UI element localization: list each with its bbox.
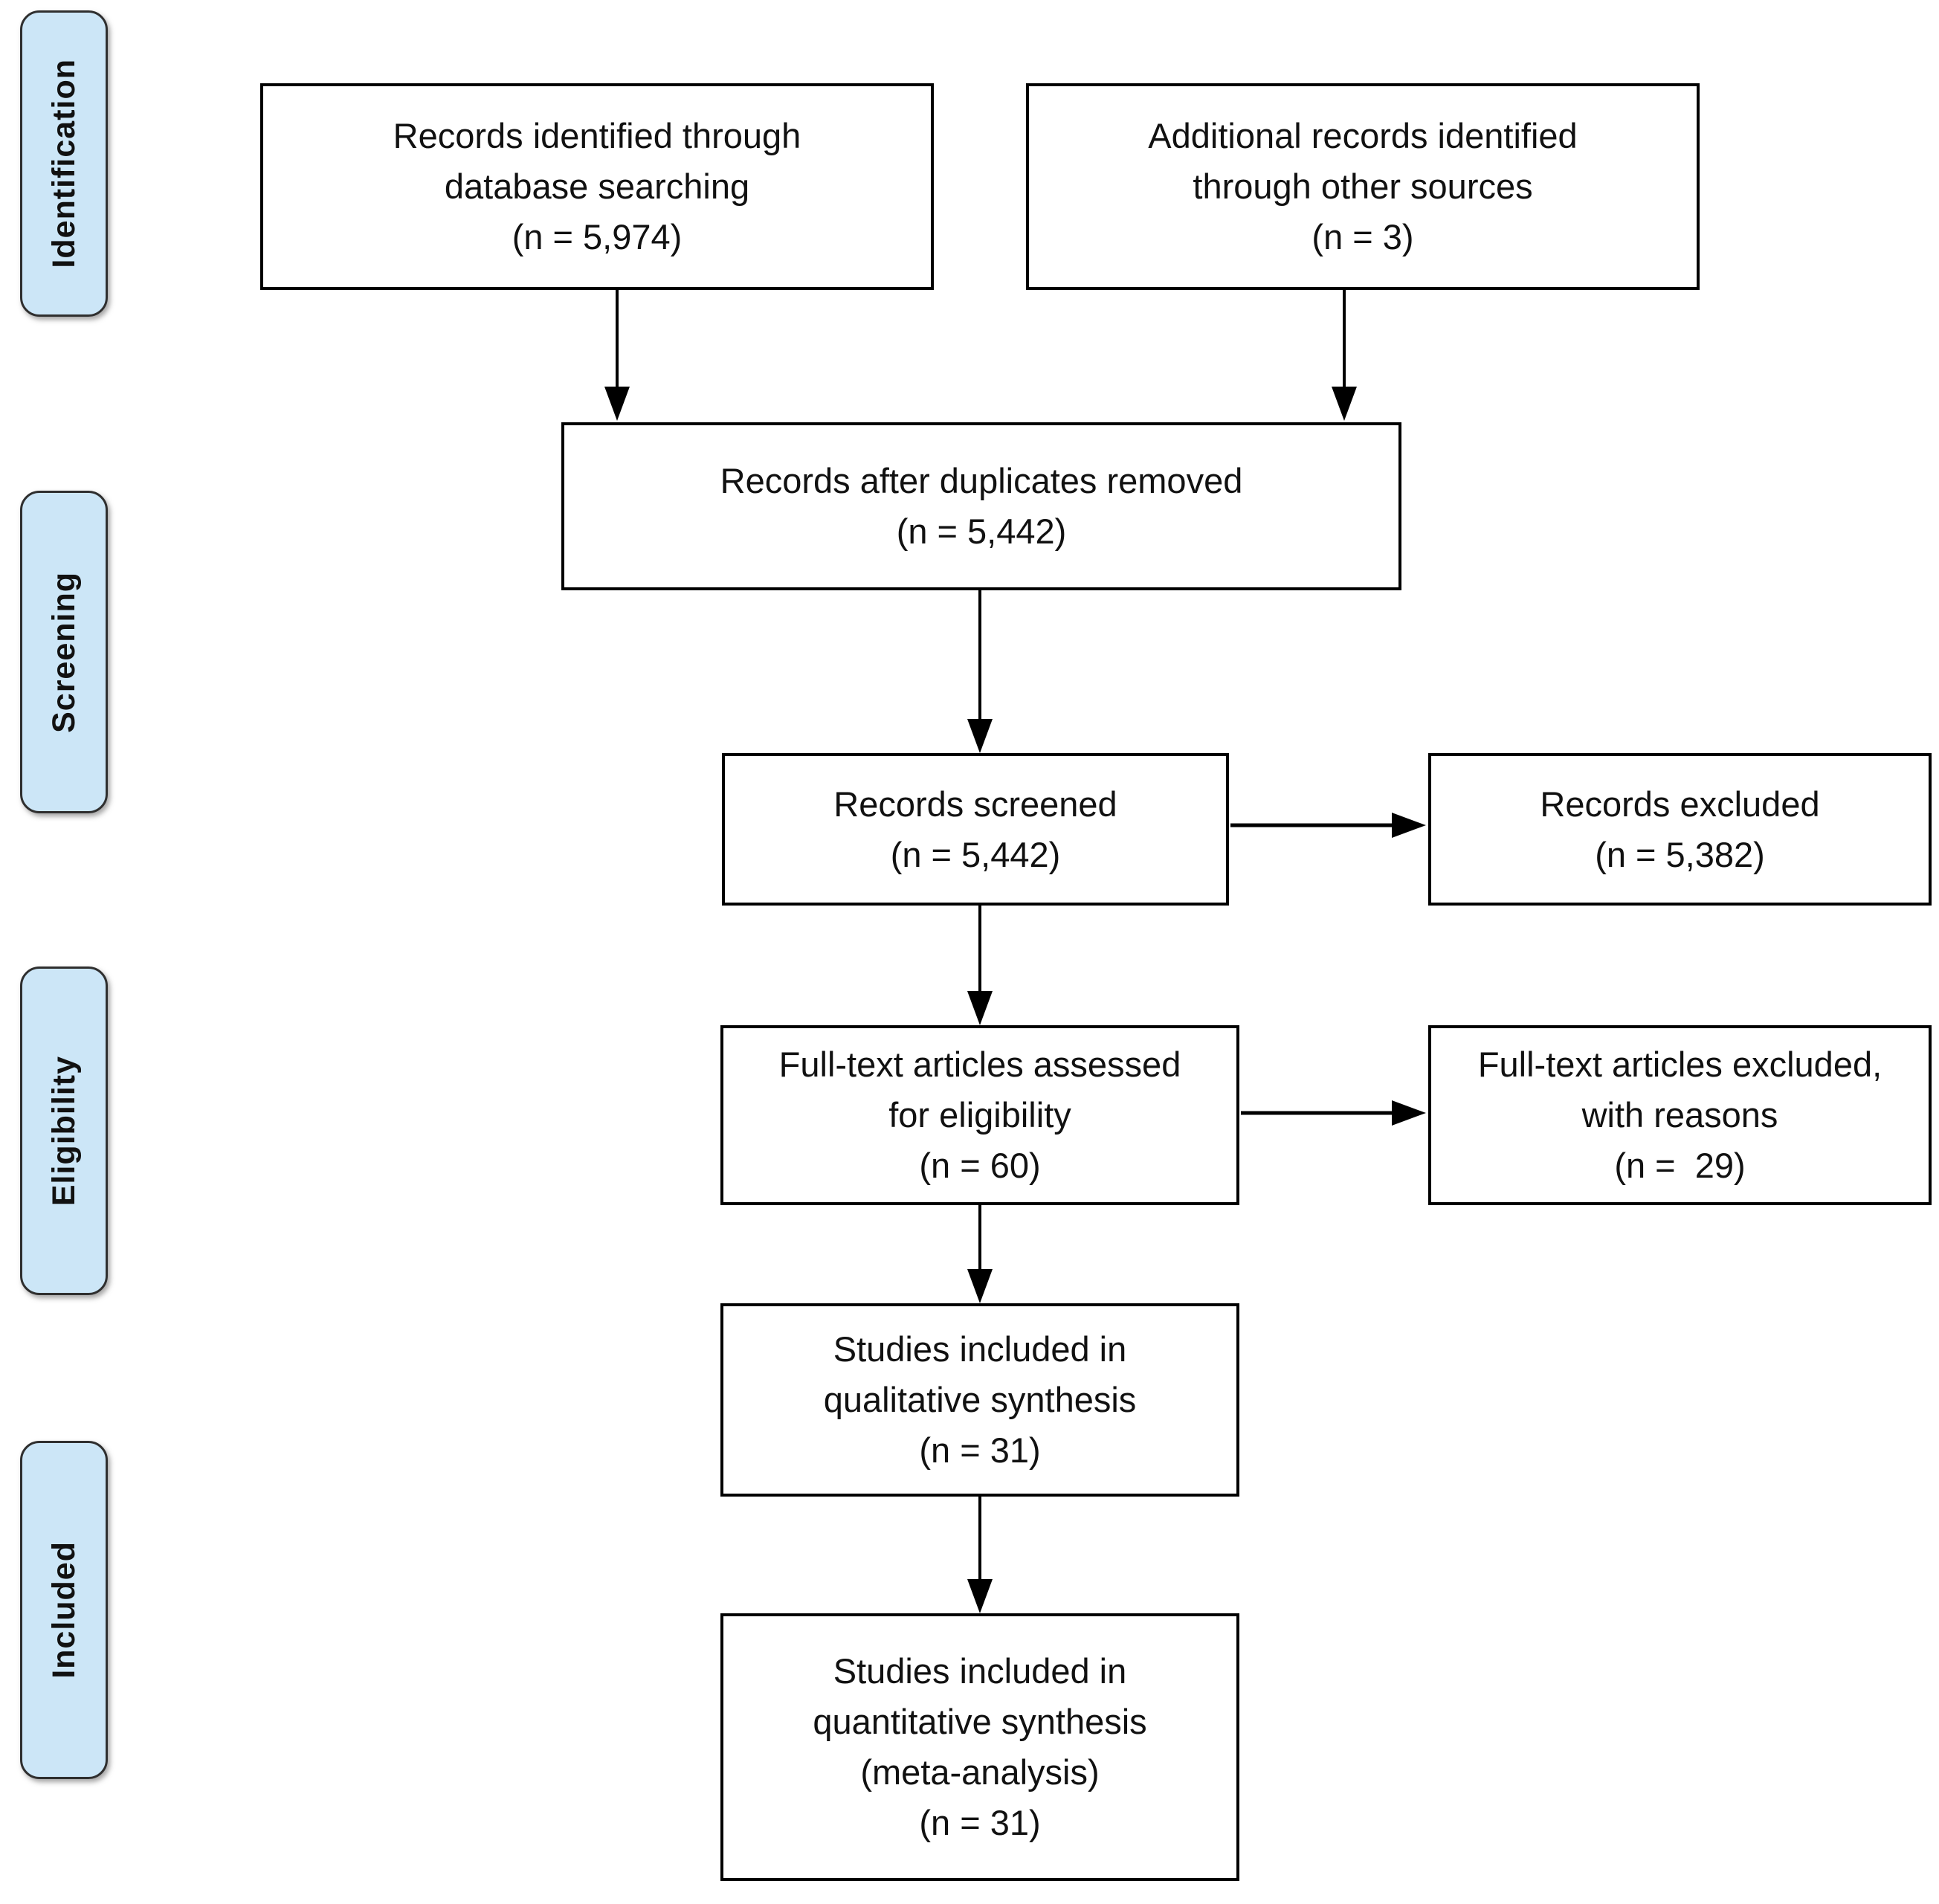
stage-included: Included: [20, 1441, 108, 1779]
arrow-after-duplicates-to-records-screened: [967, 590, 993, 753]
node-records-identified-line: database searching: [444, 167, 750, 206]
stage-included-label: Included: [45, 1541, 82, 1679]
arrow-records-screened-to-records-excluded: [1230, 813, 1426, 838]
arrowhead-down-icon: [967, 719, 993, 753]
node-records-excluded-line: Records excluded: [1540, 784, 1820, 824]
arrow-shaft: [1241, 1111, 1395, 1115]
node-fulltext-assessed-count: (n = 60): [919, 1146, 1041, 1185]
node-additional-records-line: through other sources: [1193, 167, 1533, 206]
arrow-qualitative-to-quantitative: [967, 1497, 993, 1613]
arrow-shaft: [1230, 823, 1395, 827]
node-fulltext-excluded-line: Full-text articles excluded,: [1477, 1045, 1882, 1084]
node-quantitative-synthesis-line: quantitative synthesis: [813, 1702, 1147, 1741]
node-fulltext-assessed-line: Full-text articles assessed: [778, 1045, 1181, 1084]
node-records-screened: Records screened (n = 5,442): [722, 753, 1229, 906]
node-quantitative-synthesis-count: (n = 31): [919, 1803, 1041, 1842]
node-fulltext-assessed: Full-text articles assessed for eligibil…: [720, 1025, 1239, 1205]
arrowhead-right-icon: [1392, 1100, 1426, 1126]
arrow-shaft: [978, 1205, 981, 1272]
arrowhead-right-icon: [1392, 813, 1426, 838]
stage-eligibility-label: Eligibility: [45, 1055, 82, 1207]
arrowhead-down-icon: [967, 1579, 993, 1613]
arrow-shaft: [1343, 290, 1346, 390]
stage-screening-label: Screening: [45, 571, 82, 733]
arrow-fulltext-assessed-to-fulltext-excluded: [1241, 1100, 1426, 1126]
node-fulltext-excluded-count: (n = 29): [1614, 1146, 1746, 1185]
stage-identification-label: Identification: [45, 59, 82, 268]
node-quantitative-synthesis: Studies included in quantitative synthes…: [720, 1613, 1239, 1881]
node-records-screened-count: (n = 5,442): [890, 834, 1061, 874]
node-qualitative-synthesis-line: Studies included in: [833, 1329, 1127, 1369]
stage-identification: Identification: [20, 10, 108, 317]
node-additional-records-line: Additional records identified: [1148, 116, 1578, 155]
node-records-screened-line: Records screened: [833, 784, 1117, 824]
node-after-duplicates: Records after duplicates removed (n = 5,…: [561, 422, 1401, 590]
node-fulltext-excluded: Full-text articles excluded, with reason…: [1428, 1025, 1932, 1205]
node-quantitative-synthesis-line: Studies included in: [833, 1651, 1127, 1691]
arrow-additional-records-to-after-duplicates: [1332, 290, 1357, 421]
node-records-identified-line: Records identified through: [393, 116, 801, 155]
arrowhead-down-icon: [604, 387, 630, 421]
arrow-records-screened-to-fulltext-assessed: [967, 906, 993, 1025]
arrow-shaft: [978, 590, 981, 722]
arrow-fulltext-assessed-to-qualitative: [967, 1205, 993, 1303]
node-records-identified: Records identified through database sear…: [260, 83, 934, 290]
node-after-duplicates-count: (n = 5,442): [896, 512, 1067, 551]
arrow-shaft: [978, 906, 981, 994]
node-qualitative-synthesis: Studies included in qualitative synthesi…: [720, 1303, 1239, 1497]
arrowhead-down-icon: [967, 1269, 993, 1303]
arrow-records-identified-to-after-duplicates: [604, 290, 630, 421]
node-fulltext-assessed-line: for eligibility: [888, 1095, 1071, 1135]
node-quantitative-synthesis-line: (meta-analysis): [860, 1752, 1100, 1792]
node-additional-records-count: (n = 3): [1312, 217, 1414, 256]
arrow-shaft: [616, 290, 619, 390]
node-after-duplicates-line: Records after duplicates removed: [720, 461, 1243, 500]
node-additional-records: Additional records identified through ot…: [1026, 83, 1700, 290]
node-records-excluded-count: (n = 5,382): [1595, 834, 1765, 874]
node-records-excluded: Records excluded (n = 5,382): [1428, 753, 1932, 906]
arrowhead-down-icon: [1332, 387, 1357, 421]
stage-eligibility: Eligibility: [20, 966, 108, 1295]
node-qualitative-synthesis-count: (n = 31): [919, 1430, 1041, 1470]
stage-screening: Screening: [20, 491, 108, 813]
node-qualitative-synthesis-line: qualitative synthesis: [823, 1380, 1137, 1419]
arrowhead-down-icon: [967, 991, 993, 1025]
arrow-shaft: [978, 1497, 981, 1582]
node-fulltext-excluded-line: with reasons: [1581, 1095, 1778, 1135]
node-records-identified-count: (n = 5,974): [512, 217, 683, 256]
